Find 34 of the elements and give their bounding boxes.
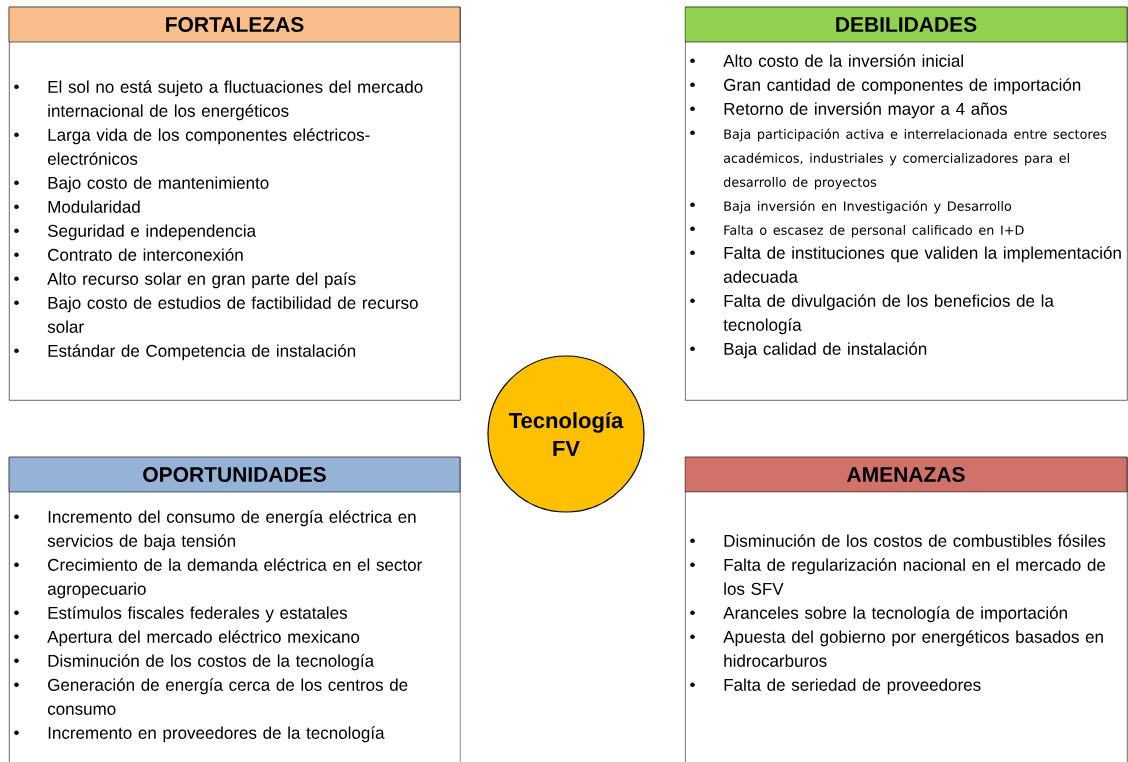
list-item: Seguridad e independencia <box>48 224 257 241</box>
list-item: Alto recurso solar en gran parte del país <box>47 272 356 289</box>
list-item: Apertura del mercado eléctrico mexicano <box>47 630 360 647</box>
list-item: Alto costo de la inversión inicial <box>723 54 963 67</box>
list-item: Baja inversión en Investigación y Desarrollo <box>724 200 1012 214</box>
list-item: Disminución de los costos de la tecnología <box>48 654 375 671</box>
list-item: Falta de divulgación de los beneficios de la tecnología <box>723 294 1054 335</box>
list-item: Incremento del consumo de energía eléctrica en servicios de baja tensión <box>47 510 416 551</box>
list-item: Larga vida de los componentes eléctricos-electrónicos <box>47 128 370 165</box>
list-item: Aranceles sobre la tecnología de importación <box>723 606 1067 623</box>
list-item: Falta de seriedad de proveedores <box>724 678 981 695</box>
list-item: Retorno de inversión mayor a 4 años <box>724 102 1007 119</box>
header-band: DEBILIDADES <box>684 6 1128 43</box>
list-item: Bajo costo de estudios de factibilidad de recurso solar <box>47 296 418 333</box>
list-item: Falta de instituciones que validen la implementación adecuada <box>723 246 1121 283</box>
list-item: Modularidad <box>48 200 140 213</box>
list-item: El sol no está sujeto a fluctuaciones del mercado internacional de los energéticos <box>48 80 423 121</box>
header-band: FORTALEZAS <box>8 6 461 43</box>
list-item: Estándar de Competencia de instalación <box>48 344 356 361</box>
list-item: Bajo costo de mantenimiento <box>48 176 269 193</box>
header-band: OPORTUNIDADES <box>8 456 461 493</box>
list-item: Incremento en proveedores de la tecnología <box>48 726 385 743</box>
list-item: Contrato de interconexión <box>48 248 243 261</box>
list-item: Baja participación activa e interrelacionada entre sectores académicos, industriales y comercializadores para el desarrollo de proyectos <box>723 128 1107 190</box>
list-item: Generación de energía cerca de los centros de consumo <box>47 678 408 715</box>
list-item: Gran cantidad de componentes de importación <box>724 78 1081 95</box>
list-item: Disminución de los costos de combustibles fósiles <box>724 534 1106 547</box>
list-item: Falta o escasez de personal calificado en I+D <box>724 225 1024 238</box>
list-item: Crecimiento de la demanda eléctrica en el sector agropecuario <box>47 558 422 599</box>
list-item: Baja calidad de instalación <box>724 342 927 359</box>
header-band: AMENAZAS <box>684 456 1128 493</box>
list-item: Falta de regularización nacional en el mercado de los SFV <box>724 558 1106 595</box>
list-item: Estímulos fiscales federales y estatales <box>48 606 347 623</box>
list-item: Apuesta del gobierno por energéticos basados en hidrocarburos <box>723 630 1103 667</box>
